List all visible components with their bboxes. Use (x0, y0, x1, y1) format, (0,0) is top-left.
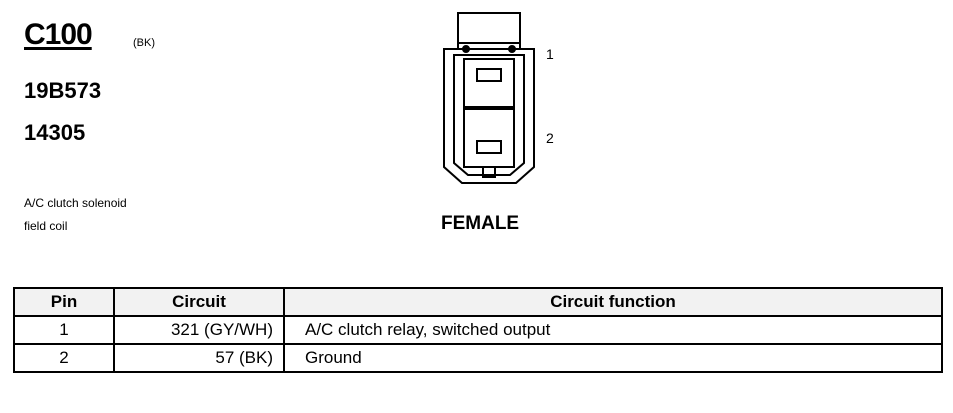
connector-housing-outer (443, 48, 535, 184)
corner-dot-right (508, 45, 516, 53)
cell-function: Ground (283, 343, 943, 373)
pin-2-terminal (476, 140, 502, 154)
connector-gender-label: FEMALE (441, 213, 520, 234)
connector-housing-inner (453, 54, 525, 176)
part-number-1: 19B573 (24, 78, 102, 103)
table-header-row: Pin Circuit Circuit function (13, 287, 943, 317)
connector-id: C100 (24, 18, 93, 51)
corner-dot-left (462, 45, 470, 53)
part-number-2: 14305 (24, 120, 86, 145)
cell-function: A/C clutch relay, switched output (283, 315, 943, 345)
table-row: 2 57 (BK) Ground (13, 343, 943, 373)
cell-circuit: 321 (GY/WH) (113, 315, 285, 345)
table-row: 1 321 (GY/WH) A/C clutch relay, switched… (13, 315, 943, 345)
header-circuit: Circuit (113, 287, 285, 317)
pin-1-terminal (476, 68, 502, 82)
connector-diagram (443, 12, 535, 184)
cell-pin: 2 (13, 343, 115, 373)
cell-circuit: 57 (BK) (113, 343, 285, 373)
description-line-2: field coil (24, 219, 68, 233)
pin-label-1: 1 (546, 46, 554, 62)
connector-color: (BK) (133, 37, 155, 49)
bottom-key (482, 166, 496, 178)
description-line-1: A/C clutch solenoid (24, 196, 127, 210)
circuit-table: Pin Circuit Circuit function 1 321 (GY/W… (13, 287, 943, 373)
pin-label-2: 2 (546, 130, 554, 146)
cavity-1-outline (463, 58, 515, 108)
header-pin: Pin (13, 287, 115, 317)
header-circuit-function: Circuit function (283, 287, 943, 317)
cell-pin: 1 (13, 315, 115, 345)
cavity-2-outline (463, 108, 515, 168)
